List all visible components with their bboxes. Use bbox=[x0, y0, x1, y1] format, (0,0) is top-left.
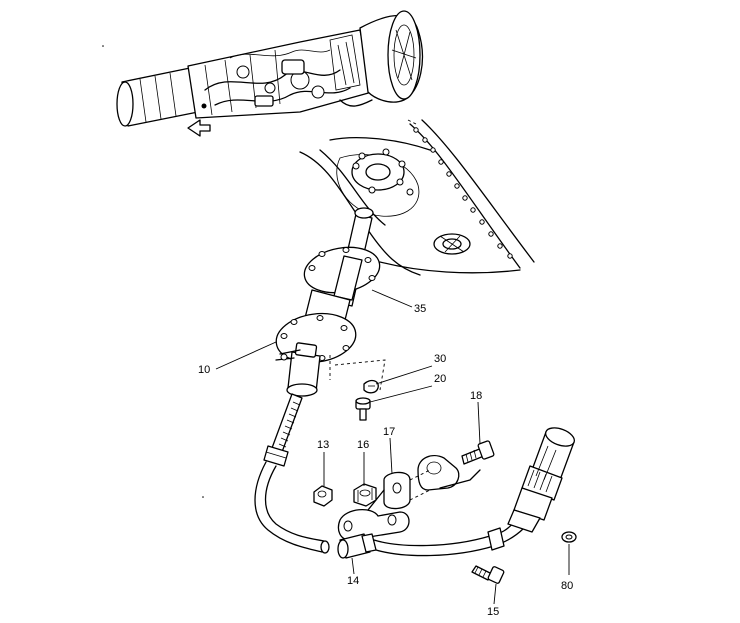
callout-13: 13 bbox=[317, 439, 329, 451]
callout-16: 16 bbox=[357, 439, 369, 451]
mounting-bracket-outline bbox=[417, 455, 481, 491]
callout-10: 10 bbox=[198, 364, 210, 376]
callout-18: 18 bbox=[470, 390, 482, 402]
pipe-to-filter bbox=[373, 519, 525, 557]
nut-part-16 bbox=[353, 483, 377, 507]
callout-14: 14 bbox=[347, 575, 359, 587]
callout-leaders bbox=[215, 289, 570, 605]
bolt-part-20 bbox=[355, 397, 371, 421]
engine-overview-illustration bbox=[116, 10, 424, 137]
bolt-part-18 bbox=[461, 440, 495, 465]
washer-part-80 bbox=[561, 531, 577, 543]
mounting-structure bbox=[299, 119, 535, 276]
drain-tube-assembly bbox=[254, 207, 386, 554]
callout-80: 80 bbox=[561, 580, 573, 592]
bracket-part-17 bbox=[337, 469, 431, 541]
clip-part-30 bbox=[363, 379, 379, 394]
callout-17: 17 bbox=[383, 426, 395, 438]
bolt-part-15 bbox=[471, 565, 505, 584]
callout-35: 35 bbox=[414, 303, 426, 315]
filter-unit bbox=[507, 427, 576, 533]
callout-15: 15 bbox=[487, 606, 499, 618]
callout-20: 20 bbox=[434, 373, 446, 385]
nut-part-13 bbox=[313, 485, 333, 507]
callout-30: 30 bbox=[434, 353, 446, 365]
